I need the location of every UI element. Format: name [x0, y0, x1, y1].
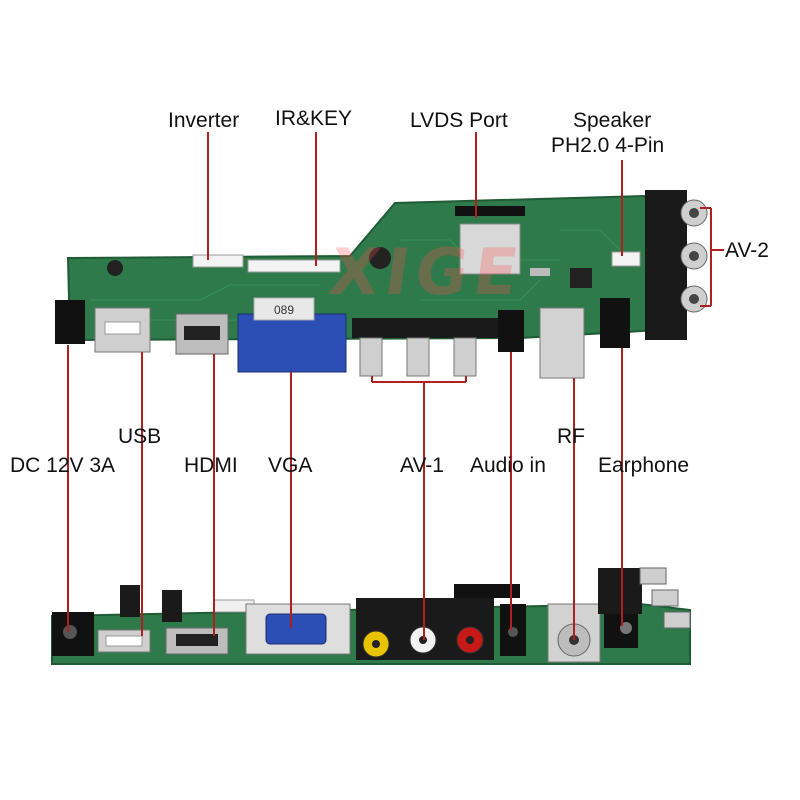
label-av1: AV-1 [400, 454, 444, 477]
capacitor [107, 260, 123, 276]
label-vga: VGA [268, 454, 313, 477]
av2-jack [639, 567, 667, 585]
ic-small [570, 268, 592, 288]
usb-slot [104, 321, 141, 335]
lvds-header [454, 584, 520, 598]
av1-jack [406, 337, 430, 377]
rf-connector [539, 307, 585, 379]
av2-jack-hole [689, 294, 699, 304]
main-chip [459, 223, 521, 275]
av2-jack [651, 589, 679, 607]
av2-jack [663, 611, 691, 629]
rca-hole [466, 636, 474, 644]
speaker-connector [611, 251, 641, 267]
capacitor [369, 247, 391, 269]
label-speaker: Speaker [573, 109, 652, 132]
av1-jack [453, 337, 477, 377]
vga-sticker [253, 297, 315, 321]
av1-jack [359, 337, 383, 377]
label-usb: USB [118, 425, 162, 448]
label-dc: DC 12V 3A [10, 454, 116, 477]
label-earphone: Earphone [598, 454, 690, 477]
audio-in-jack [498, 310, 524, 352]
leader-lines [67, 132, 724, 640]
av1-block [352, 318, 500, 338]
label-audio-in: Audio in [470, 454, 546, 477]
ir-key-connector [247, 259, 341, 273]
av2-block [598, 568, 642, 614]
label-rf: RF [557, 425, 585, 448]
av2-jack-hole [689, 251, 699, 261]
bottom-board [51, 567, 691, 665]
vga-sticker-text: 089 [274, 303, 294, 317]
usb-slot [105, 635, 143, 647]
crystal [530, 268, 550, 276]
hdmi-slot [184, 326, 220, 340]
label-lvds-port: LVDS Port [410, 109, 508, 132]
watermark: XIGE [324, 236, 529, 310]
av2-block [645, 190, 687, 340]
label-ir-key: IR&KEY [275, 107, 353, 130]
vga-port [237, 313, 347, 373]
earphone-jack [600, 298, 630, 348]
dc-jack [55, 300, 85, 344]
capacitor [162, 590, 182, 622]
rca-hole [372, 640, 380, 648]
label-speaker-pin: PH2.0 4-Pin [551, 134, 665, 157]
av2-jack-hole [689, 208, 699, 218]
label-hdmi: HDMI [184, 454, 238, 477]
inverter-connector [192, 254, 244, 268]
label-inverter: Inverter [168, 109, 240, 132]
top-board [55, 190, 708, 379]
dc-jack-hole [63, 625, 77, 639]
capacitor [120, 585, 140, 617]
lvds-header [455, 206, 525, 216]
label-av2: AV-2 [725, 239, 769, 262]
audio-in-hole [508, 627, 518, 637]
hdmi-slot [176, 634, 218, 646]
vga-socket [265, 613, 327, 645]
